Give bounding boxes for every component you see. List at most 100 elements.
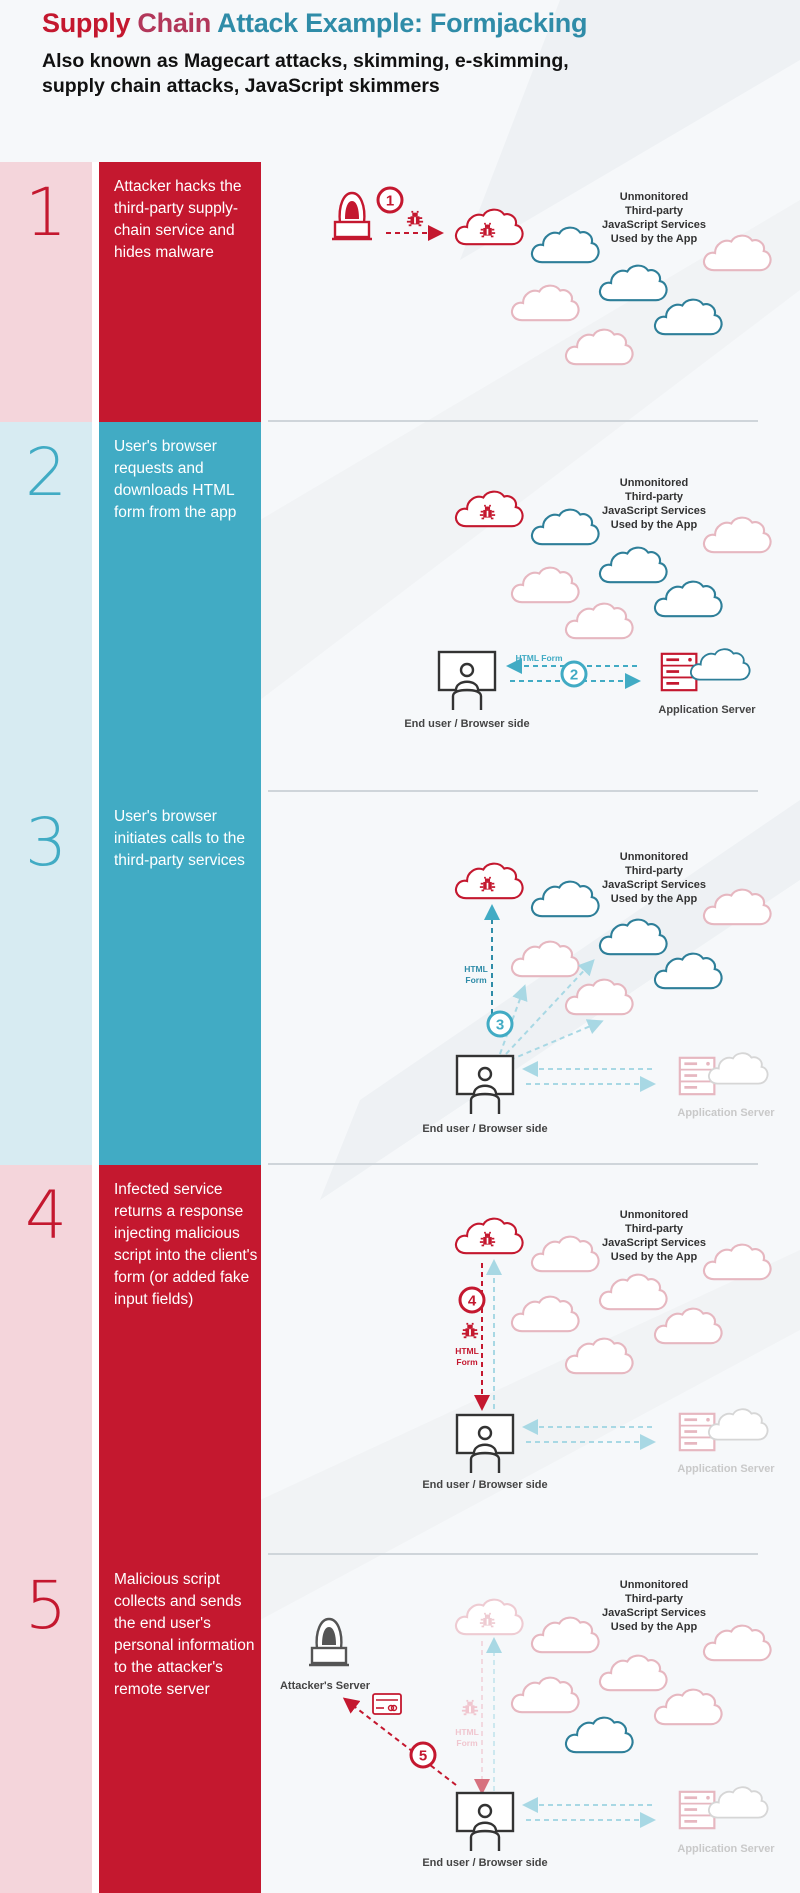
step-description-panel	[99, 422, 261, 792]
hacker-icon	[332, 191, 372, 241]
svg-text:Application Server: Application Server	[677, 1107, 775, 1119]
svg-text:2: 2	[570, 667, 578, 684]
svg-text:End user / Browser side: End user / Browser side	[422, 1123, 547, 1135]
cloud-icon	[707, 1408, 769, 1441]
step-marker	[409, 1741, 437, 1769]
browser-user-icon	[437, 650, 497, 712]
svg-text:End user / Browser side: End user / Browser side	[422, 1479, 547, 1491]
svg-text:JavaScript Services: JavaScript Services	[602, 1237, 706, 1249]
cloud-icon	[598, 1273, 668, 1311]
svg-text:JavaScript Services: JavaScript Services	[602, 1607, 706, 1619]
cloud-icon	[653, 580, 723, 618]
step-description: User's browser initiates calls to the th…	[114, 808, 245, 869]
header: Supply Chain Attack Example: Formjacking…	[42, 8, 782, 99]
cloud-icon	[598, 264, 668, 302]
cloud-icon	[702, 234, 772, 272]
cloud-icon	[702, 1243, 772, 1281]
step-number-column	[0, 1555, 92, 1893]
svg-text:HTML: HTML	[455, 1727, 479, 1737]
cloud-icon	[598, 918, 668, 956]
svg-text:HTML: HTML	[455, 1346, 479, 1356]
svg-text:Application Server: Application Server	[677, 1843, 775, 1855]
cloud-icon	[564, 978, 634, 1016]
cloud-icon	[510, 1295, 580, 1333]
svg-text:Third-party: Third-party	[625, 1223, 684, 1235]
svg-text:HTML Form: HTML Form	[515, 653, 563, 663]
step-marker	[458, 1286, 486, 1314]
step-description: Infected service returns a response inje…	[114, 1181, 258, 1308]
cloud-icon	[707, 1052, 769, 1085]
cloud-icon	[510, 566, 580, 604]
svg-text:End user / Browser side: End user / Browser side	[422, 1857, 547, 1869]
step-number-column	[0, 422, 92, 792]
cloud-icon	[653, 1307, 723, 1345]
browser-user-icon	[455, 1413, 515, 1475]
title-part-supply: Supply	[42, 8, 131, 38]
step-4-diagram: Unmonitored Third-party JavaScript Servi…	[422, 1209, 775, 1491]
step-number: 3	[25, 804, 67, 881]
step-3-diagram: Unmonitored Third-party JavaScript Servi…	[422, 851, 775, 1135]
cloud-icon	[530, 1235, 600, 1273]
svg-text:Form: Form	[456, 1738, 478, 1748]
cloud-icon	[653, 298, 723, 336]
cloud-icon	[530, 508, 600, 546]
step-2-diagram: Unmonitored Third-party JavaScript Servi…	[404, 477, 772, 730]
step-description-panel	[99, 1555, 261, 1893]
svg-text:3: 3	[496, 1017, 504, 1034]
cloud-icon	[653, 952, 723, 990]
svg-text:Application Server: Application Server	[677, 1463, 775, 1475]
svg-text:Used by the App: Used by the App	[611, 519, 698, 531]
step-description-panel	[99, 162, 261, 422]
cloud-icon	[598, 1654, 668, 1692]
step-number-column	[0, 1165, 92, 1555]
cloud-icon	[530, 226, 600, 264]
step-4: 4 Infected service returns a response in…	[0, 1165, 800, 1555]
step-number-column	[0, 162, 92, 422]
svg-text:Used by the App: Used by the App	[611, 233, 698, 245]
svg-text:Unmonitored: Unmonitored	[620, 851, 688, 863]
svg-text:Unmonitored: Unmonitored	[620, 477, 688, 489]
step-1-diagram: 1 Unmonitored Third-party JavaScript Ser…	[332, 186, 772, 366]
step-5-diagram: Unmonitored Third-party JavaScript Servi…	[280, 1579, 775, 1869]
step-marker	[560, 660, 588, 688]
cloud-icon	[510, 284, 580, 322]
step-marker	[376, 186, 404, 214]
cloud-icon	[530, 1616, 600, 1654]
svg-text:JavaScript Services: JavaScript Services	[602, 219, 706, 231]
svg-text:Form: Form	[465, 975, 487, 985]
svg-text:Third-party: Third-party	[625, 205, 684, 217]
step-3: 3 User's browser initiates calls to the …	[0, 792, 800, 1165]
svg-text:5: 5	[419, 1748, 427, 1765]
step-number-column	[0, 792, 92, 1165]
page-subtitle: Also known as Magecart attacks, skimming…	[42, 50, 569, 97]
svg-text:Unmonitored: Unmonitored	[620, 1209, 688, 1221]
svg-text:Third-party: Third-party	[625, 865, 684, 877]
browser-user-icon	[455, 1054, 515, 1116]
step-marker	[486, 1010, 514, 1038]
svg-text:JavaScript Services: JavaScript Services	[602, 505, 706, 517]
svg-text:HTML: HTML	[464, 964, 488, 974]
step-5: 5 Malicious script collects and sends th…	[0, 1555, 800, 1893]
cloud-icon	[530, 880, 600, 918]
step-number: 2	[25, 434, 67, 511]
svg-text:Form: Form	[456, 1357, 478, 1367]
credit-card-icon	[372, 1693, 402, 1715]
step-number: 5	[25, 1567, 67, 1644]
step-description: User's browser requests and downloads HT…	[114, 438, 237, 521]
svg-text:JavaScript Services: JavaScript Services	[602, 879, 706, 891]
cloud-icon	[707, 1786, 769, 1819]
malware-bug-icon	[406, 210, 424, 227]
svg-text:1: 1	[386, 193, 394, 210]
step-1: 1 Attacker hacks the third-party supply-…	[0, 162, 800, 422]
cloud-icon	[564, 1716, 634, 1754]
svg-text:Application Server: Application Server	[658, 704, 756, 716]
cloud-icon	[689, 648, 751, 681]
step-2: 2 User's browser requests and downloads …	[0, 422, 800, 792]
cloud-icon	[702, 516, 772, 554]
title-part-rest: Attack Example: Formjacking	[217, 8, 588, 38]
svg-text:Unmonitored: Unmonitored	[620, 191, 688, 203]
svg-text:Attacker's Server: Attacker's Server	[280, 1680, 371, 1692]
cloud-icon	[564, 328, 634, 366]
svg-text:Unmonitored: Unmonitored	[620, 1579, 688, 1591]
svg-text:Third-party: Third-party	[625, 1593, 684, 1605]
